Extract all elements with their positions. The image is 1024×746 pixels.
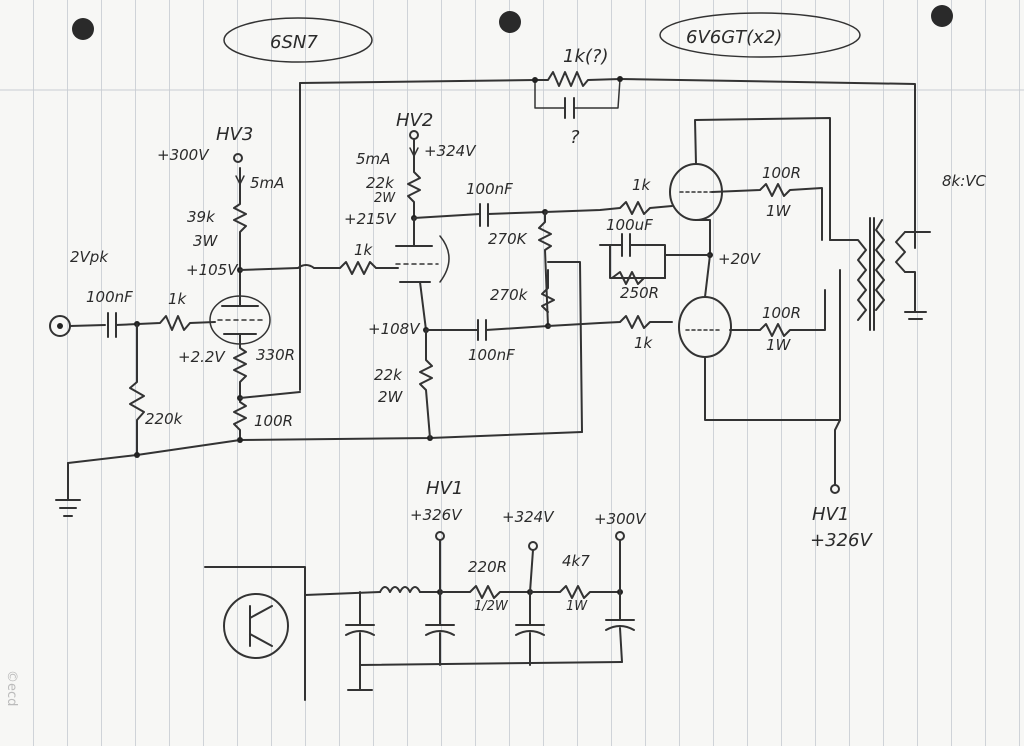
output-screen-res-top-w-label: 1W [766,202,792,220]
splitter-plate-res-w-label: 2W [374,191,396,206]
tube-output-ellipse [659,12,861,58]
hv2-voltage-label: +324V [424,142,477,160]
output-screen-res-bottom-w-label: 1W [766,336,792,354]
margin-mark: ©ecd [4,670,19,706]
feedback-cap-unknown-label: ? [570,127,580,148]
binder-hole-middle [499,11,521,33]
input-current-label: 5mA [250,174,284,192]
phase-splitter [395,130,583,439]
input-coupling-cap-label: 100nF [86,288,133,306]
splitter-plate-voltage-label: +215V [344,210,397,228]
ps-res1-w-label: 1/2W [474,599,509,614]
input-grid-stop-label: 1k [168,290,188,308]
rectifier-bridge [223,593,289,659]
splitter-cap-bottom-label: 100nF [468,346,515,364]
ps-res1-label: 220R [468,558,507,576]
ps-hv1-voltage-label: +326V [410,506,463,524]
output-grid-res-top-label: 1k [632,176,652,194]
splitter-cathode-res-label: 22k [374,366,403,384]
splitter-grid-stop-label: 1k [354,241,374,259]
input-feedback-res-label: 100R [254,412,293,430]
hv3-voltage-label: +300V [157,146,210,164]
output-screen-res-top-label: 100R [762,164,801,182]
ps-res2-label: 4k7 [562,552,590,570]
input-plate-res-w-label: 3W [193,232,219,250]
output-grid-res-bottom-label: 1k [634,334,654,352]
splitter-cathode-res-w-label: 2W [378,388,404,406]
input-cathode-res-label: 330R [256,346,295,364]
hv3-label: HV3 [216,124,253,145]
binder-hole-right [931,5,953,27]
tube-input-ellipse [223,17,373,63]
output-hv-label: HV1 [812,504,849,525]
input-cathode-voltage-label: +2.2V [178,348,226,366]
feedback-network [299,71,916,391]
hv2-label: HV2 [396,110,433,131]
splitter-cathode-voltage-label: +108V [368,320,421,338]
output-cathode-cap-label: 100uF [606,216,653,234]
power-supply [204,531,635,701]
input-level-label: 2Vpk [70,248,109,266]
ground-bus [55,431,583,517]
splitter-plate-res-label: 22k [366,174,395,192]
splitter-bias-res-top-label: 270K [488,230,528,248]
output-screen-res-bottom-label: 100R [762,304,801,322]
tube-output-label: 6V6GT(x2) [686,27,782,48]
splitter-current-label: 5mA [356,150,390,168]
input-stage [49,153,399,456]
ps-hv3-voltage-label: +300V [594,510,647,528]
splitter-triode [439,235,450,283]
input-plate-res-label: 39k [187,208,216,226]
input-grid-leak-label: 220k [145,410,184,428]
output-cathode-voltage-label: +20V [718,250,762,268]
splitter-bias-res-bottom-label: 270k [490,286,529,304]
ps-hv2-voltage-label: +324V [502,508,555,526]
ps-res2-w-label: 1W [566,599,588,614]
output-stage [544,117,931,494]
splitter-cap-top-label: 100nF [466,180,513,198]
feedback-resistor-label: 1k(?) [563,46,608,67]
tube-input-label: 6SN7 [270,32,318,53]
input-plate-voltage-label: +105V [186,261,239,279]
output-tube-bottom [678,296,732,358]
ps-hv1-label: HV1 [426,478,463,499]
binder-hole-left [72,18,94,40]
output-load-label: 8k:VC [942,172,987,190]
output-hv-voltage-label: +326V [810,530,873,551]
output-cathode-res-label: 250R [620,284,659,302]
